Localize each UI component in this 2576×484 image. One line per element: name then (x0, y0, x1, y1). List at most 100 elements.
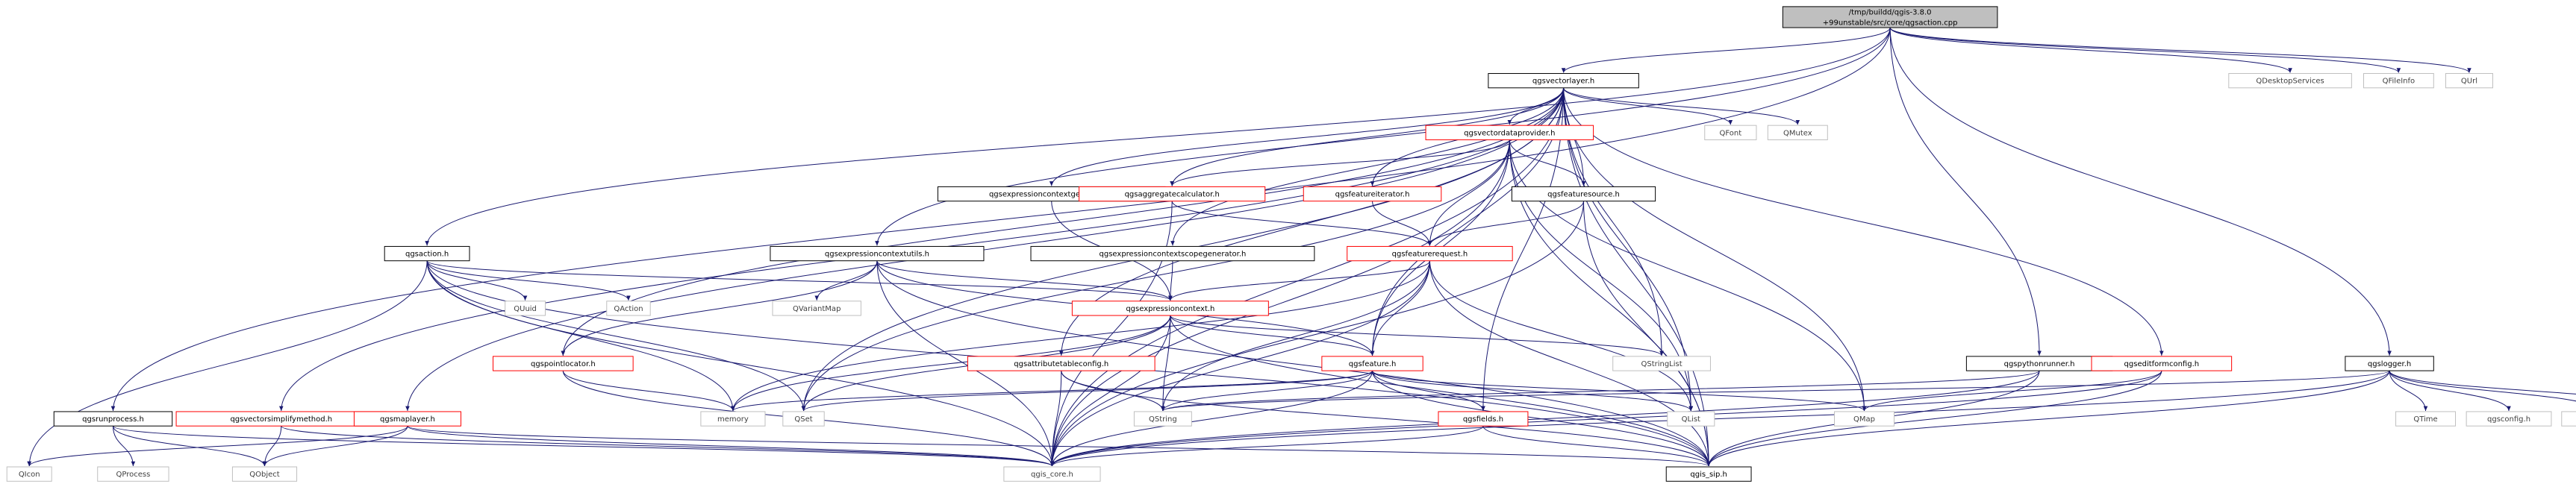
node-label-QSet: QSet (794, 415, 812, 424)
node-label-QProcess: QProcess (116, 471, 150, 479)
node-label-qgsvectorsimplifymethod: qgsvectorsimplifymethod.h (230, 415, 332, 424)
node-qgsfeature[interactable]: qgsfeature.h (1321, 356, 1423, 371)
node-label-qgsfeature: qgsfeature.h (1349, 360, 1397, 368)
node-label-QUuid: QUuid (514, 305, 537, 313)
edge-qgsvectordataprovider-to-qgis_core (1050, 139, 1510, 467)
edge-qgsfeature-to-QSet (801, 370, 1373, 412)
node-label-qgspointlocator: qgspointlocator.h (531, 360, 596, 368)
edge-qgslogger-to-sstream (2389, 370, 2576, 395)
node-label-qgsfeatureiterator: qgsfeatureiterator.h (1335, 191, 1410, 199)
node-box-qgsaction (384, 245, 470, 262)
node-box-qgsexpressioncontext (1071, 301, 1269, 316)
edge-qgsfeaturerequest-to-QList (1429, 260, 1694, 411)
edge-qgsrunprocess-to-QProcess (112, 426, 136, 467)
edge-qgsaggregatecalculator-to-qgsfeaturerequest (1171, 201, 1432, 246)
edge-qgsvectorlayer-to-qgsmaplayer (405, 87, 1565, 411)
edge-qgsexpressioncontext-to-qgis_sip (1170, 315, 1711, 467)
edge-qgsexpressioncontextutils-to-qgsexpressioncontext (876, 260, 1173, 301)
node-iostream: iostream (2561, 411, 2576, 427)
node-qgspythonrunner[interactable]: qgspythonrunner.h (1965, 356, 2113, 371)
node-box-qgsfeaturerequest (1347, 245, 1513, 262)
node-qgsaction[interactable]: qgsaction.h (384, 245, 470, 262)
edge-qgsattributetableconfig-to-qgis_sip (1061, 371, 1711, 467)
node-label-qgsconfig: qgsconfig.h (2487, 415, 2530, 424)
node-layer: /tmp/buildd/qgis-3.8.0+99unstable/src/co… (6, 6, 2576, 482)
node-qgsconfig: qgsconfig.h (2466, 411, 2552, 427)
edge-qgsvectorlayer-to-QList (1563, 87, 1694, 411)
node-box-qgis_sip (1665, 466, 1752, 482)
node-qgsaggregatecalculator[interactable]: qgsaggregatecalculator.h (1079, 186, 1266, 202)
node-box-QString (1133, 411, 1192, 427)
node-qgis_core: qgis_core.h (1003, 466, 1101, 482)
edge-qgsvectorlayer-to-QMutex (1563, 87, 1800, 125)
node-label-memory: memory (717, 415, 749, 424)
edge-qgslogger-to-QString (1161, 370, 2390, 412)
node-qgsexpressioncontextutils[interactable]: qgsexpressioncontextutils.h (770, 245, 985, 262)
node-qgsfields[interactable]: qgsfields.h (1438, 411, 1529, 427)
edge-qgslogger-to-QTime (2389, 371, 2428, 411)
node-qgslogger[interactable]: qgslogger.h (2345, 356, 2434, 371)
edge-qgsmaplayer-to-qgis_sip (407, 425, 1711, 467)
node-box-QProcess (97, 466, 169, 482)
node-QDesktopServices: QDesktopServices (2228, 73, 2352, 89)
node-label-qgsaction: qgsaction.h (405, 251, 449, 259)
edge-root-to-QFileInfo (1889, 27, 2401, 73)
node-qgsexpressioncontextscopegenerator[interactable]: qgsexpressioncontextscopegenerator.h (1030, 245, 1315, 262)
node-QSet: QSet (782, 411, 825, 427)
edge-qgsexpressioncontext-to-QString (1161, 315, 1171, 411)
edge-qgsexpressioncontextutils-to-qgis_core (876, 260, 1055, 467)
node-box-memory (700, 411, 766, 427)
node-qgsfeaturesource[interactable]: qgsfeaturesource.h (1511, 186, 1656, 202)
node-qgsfeaturerequest[interactable]: qgsfeaturerequest.h (1347, 245, 1513, 262)
node-label-qgsexpressioncontextutils: qgsexpressioncontextutils.h (825, 251, 929, 259)
edge-qgsvectorlayer-to-qgseditformconfig (1563, 87, 2164, 356)
edge-qgsfeaturerequest-to-qgis_sip (1429, 260, 1711, 467)
node-qgsattributetableconfig[interactable]: qgsattributetableconfig.h (967, 356, 1156, 371)
node-box-QMutex (1767, 125, 1828, 140)
edge-qgsvectordataprovider-to-qgsfeaturerequest (1427, 139, 1510, 246)
node-qgsfeatureiterator[interactable]: qgsfeatureiterator.h (1303, 186, 1442, 202)
node-qgis_sip[interactable]: qgis_sip.h (1665, 466, 1752, 482)
node-QAction: QAction (606, 301, 651, 316)
node-qgsrunprocess[interactable]: qgsrunprocess.h (53, 411, 173, 427)
node-box-QObject (231, 466, 298, 482)
edge-qgsmaplayer-to-QObject (262, 426, 408, 467)
node-qgsexpressioncontext[interactable]: qgsexpressioncontext.h (1071, 301, 1269, 316)
edge-qgsaction-to-QUuid (426, 260, 528, 301)
node-label-qgis_sip: qgis_sip.h (1690, 471, 1727, 479)
node-box-qgsfeaturesource (1511, 186, 1656, 202)
node-root[interactable]: /tmp/buildd/qgis-3.8.0+99unstable/src/co… (1782, 6, 1998, 28)
node-QMutex: QMutex (1767, 125, 1828, 140)
node-box-QList (1667, 411, 1715, 427)
node-box-qgsfields (1438, 411, 1529, 427)
edge-qgsfeature-to-QString (1161, 370, 1373, 412)
edge-qgsfields-to-qgis_core (1050, 425, 1484, 467)
node-label-qgis_core: qgis_core.h (1031, 471, 1073, 479)
node-QObject: QObject (231, 466, 298, 482)
node-qgsvectordataprovider[interactable]: qgsvectordataprovider.h (1425, 125, 1594, 140)
node-box-qgsconfig (2466, 411, 2552, 427)
node-QList: QList (1667, 411, 1715, 427)
edge-root-to-qgsaction (425, 28, 1891, 246)
node-label-qgsfeaturesource: qgsfeaturesource.h (1547, 191, 1620, 199)
edge-qgsvectorlayer-to-QFont (1563, 87, 1733, 125)
edge-qgsfeaturerequest-to-qgis_core (1050, 260, 1430, 467)
node-label-qgspythonrunner: qgspythonrunner.h (2004, 360, 2075, 368)
edge-qgsexpressioncontext-to-qgsfeature (1170, 315, 1375, 356)
node-qgsvectorlayer[interactable]: qgsvectorlayer.h (1488, 73, 1639, 89)
edge-qgsvectorlayer-to-qgsexpressioncontextgenerator (1049, 87, 1565, 186)
node-box-qgsattributetableconfig (967, 356, 1156, 371)
edge-qgsvectorsimplifymethod-to-qgis_core (281, 425, 1055, 467)
node-qgsmaplayer[interactable]: qgsmaplayer.h (353, 411, 461, 427)
node-box-root (1782, 6, 1998, 28)
edge-qgsmaplayer-to-qgis_core (407, 425, 1055, 467)
node-QUuid: QUuid (505, 301, 546, 316)
node-box-qgsrunprocess (53, 411, 173, 427)
node-box-QVariantMap (772, 301, 861, 316)
edge-qgsfeatureiterator-to-qgsfeaturerequest (1372, 201, 1432, 246)
node-qgspointlocator[interactable]: qgspointlocator.h (493, 356, 634, 371)
node-box-QUuid (505, 301, 546, 316)
node-box-qgsfeature (1321, 356, 1423, 371)
node-label-qgsexpressioncontextgenerator: qgsexpressioncontextgenerator.h (989, 191, 1114, 199)
node-qgseditformconfig[interactable]: qgseditformconfig.h (2091, 356, 2233, 371)
